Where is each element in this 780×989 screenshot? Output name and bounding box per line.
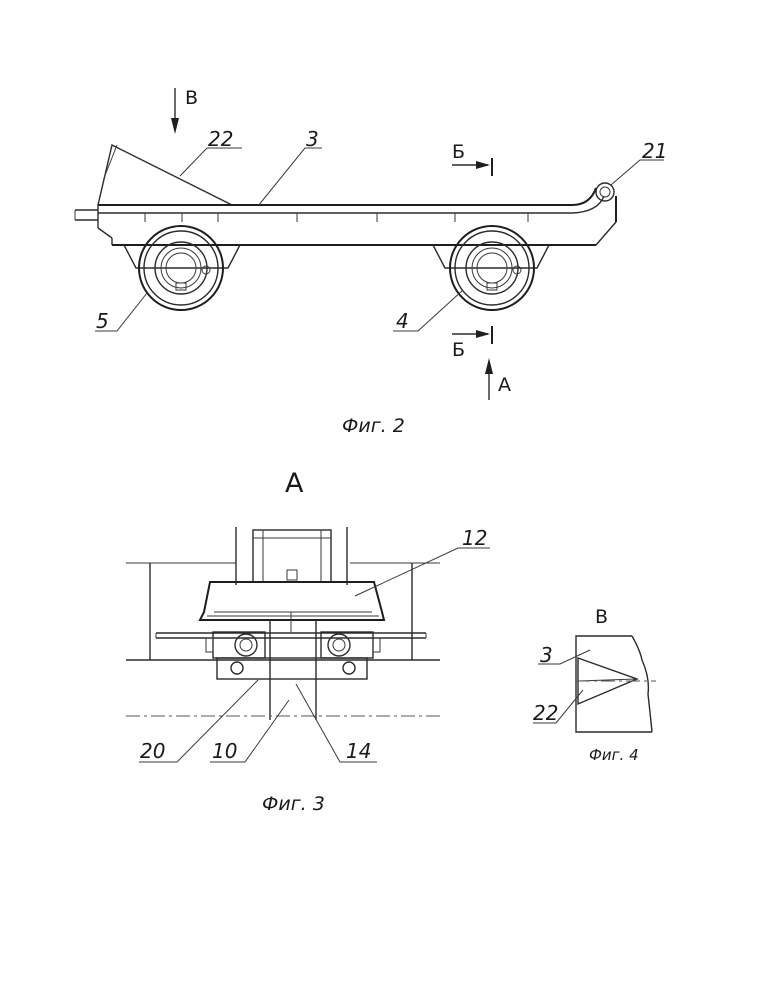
label-21: 21 <box>642 139 667 163</box>
label-3: 3 <box>306 127 319 151</box>
hopper-wedge <box>98 145 232 205</box>
hitch-eye <box>596 183 614 201</box>
fig3-drawing <box>126 527 490 762</box>
fig3-label-14: 14 <box>346 739 371 763</box>
frame-platform <box>75 188 616 268</box>
section-letter-bottom: Б <box>452 339 465 361</box>
fig4-label-22: 22 <box>533 701 558 725</box>
section-letter-top: Б <box>452 141 465 163</box>
view-b-arrow <box>171 88 179 134</box>
view-b-letter: В <box>185 87 198 109</box>
fig3-label-10: 10 <box>212 739 237 763</box>
view-a-letter: А <box>498 374 511 396</box>
fig3-caption: Фиг. 3 <box>262 793 325 815</box>
fig2-drawing: В <box>75 87 667 400</box>
fig4-title: В <box>595 606 608 628</box>
fig3-label-12: 12 <box>462 526 487 550</box>
label-22: 22 <box>208 127 233 151</box>
view-a-arrow <box>485 358 493 400</box>
fig4-label-3: 3 <box>540 643 553 667</box>
fig3-title: А <box>285 468 304 499</box>
fig2-caption: Фиг. 2 <box>342 415 405 437</box>
fig4-caption: Фиг. 4 <box>589 746 639 764</box>
label-4: 4 <box>396 309 409 333</box>
fig2-leaders <box>95 148 664 331</box>
fig3-label-20: 20 <box>140 739 165 763</box>
label-5: 5 <box>96 309 109 333</box>
